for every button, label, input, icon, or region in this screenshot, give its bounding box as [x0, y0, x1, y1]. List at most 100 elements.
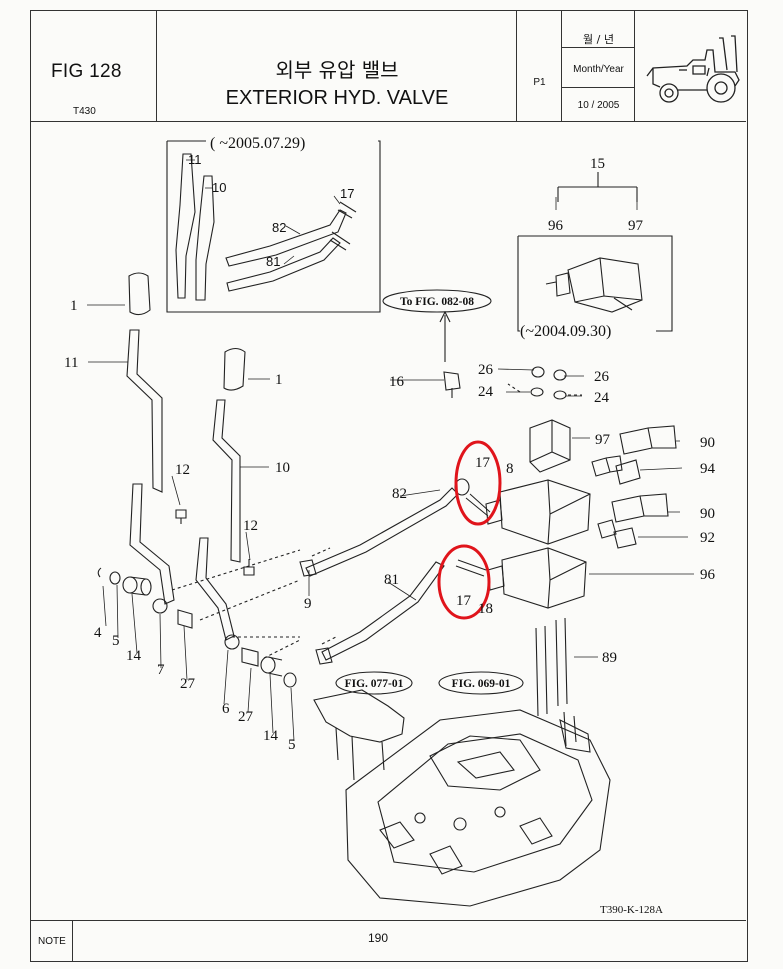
callout-inset-11: 11	[188, 152, 202, 167]
fitting-94-b	[615, 459, 641, 485]
callout-1-left: 1	[70, 298, 78, 314]
rod-81	[321, 561, 445, 661]
lever-10	[212, 399, 241, 563]
housing-cover	[429, 735, 541, 791]
elbow-16	[443, 371, 461, 398]
ref-fig06901: FIG. 069-01	[452, 678, 511, 690]
housing-bolt	[414, 812, 426, 824]
callout-12-lower: 12	[243, 518, 258, 534]
drawing-code: T390-K-128A	[600, 904, 663, 916]
callout-8: 8	[506, 461, 514, 477]
date-label-english: Month/Year	[573, 64, 624, 75]
washer-5-a	[109, 571, 121, 585]
inset-lever-11	[175, 153, 196, 299]
callout-16: 16	[389, 374, 405, 390]
fig-cell: FIG 128 T430	[30, 10, 157, 121]
callout-14-right: 14	[263, 728, 279, 744]
bolt-12-a	[175, 509, 187, 524]
bolt-17-lower	[455, 559, 487, 577]
inset-rod-81	[226, 237, 341, 292]
divider	[562, 87, 635, 88]
housing-cover-inner	[456, 751, 515, 779]
callout-7: 7	[157, 662, 165, 678]
callout-97: 97	[595, 432, 611, 448]
model-code: T430	[73, 106, 96, 117]
callout-inset-82: 82	[272, 220, 286, 235]
valve-96-upper-port	[485, 499, 503, 525]
ref-to-fig08208: To FIG. 082-08	[400, 296, 474, 308]
nut-26-b	[553, 369, 567, 381]
date-cell: 월 / 년 Month/Year 10 / 2005	[562, 10, 635, 121]
inset-valve-block	[567, 257, 643, 313]
ref-oval-fig06901	[438, 671, 524, 695]
fitting-94-a	[591, 455, 623, 477]
callout-26-left: 26	[478, 362, 494, 378]
callout-92: 92	[700, 530, 715, 546]
callout-5-left: 5	[112, 633, 120, 649]
pin-27-b	[241, 647, 259, 667]
callout-15: 15	[590, 156, 605, 172]
callout-27-left: 27	[180, 676, 196, 692]
fitting-92-a	[597, 519, 617, 539]
date-value: 10 / 2005	[577, 100, 620, 111]
valve-96-lower	[501, 547, 587, 609]
coupler-90-b	[611, 493, 669, 523]
arrow-up	[439, 310, 451, 362]
callout-24-right: 24	[594, 390, 610, 406]
bracket-15	[557, 172, 638, 202]
ref-oval-fig08208	[382, 289, 492, 313]
callout-24-left: 24	[478, 384, 494, 400]
callout-inset-10: 10	[212, 180, 226, 195]
page-frame	[30, 10, 748, 962]
callout-97-inset: 97	[628, 218, 644, 234]
collar-6	[224, 634, 240, 650]
page-code-cell: P1	[517, 10, 562, 121]
ref-oval-fig07701	[335, 671, 413, 695]
collar-7	[152, 598, 168, 614]
callout-96-inset: 96	[548, 218, 564, 234]
bolt-12-b	[243, 559, 255, 576]
inset-valve-port	[545, 272, 633, 311]
fig-number: FIG 128	[51, 61, 122, 82]
leader-lines-right	[308, 368, 694, 658]
callout-inset-81: 81	[266, 254, 280, 269]
bolt-17-upper	[465, 493, 491, 517]
callout-1-right: 1	[275, 372, 283, 388]
callout-14-left: 14	[126, 648, 142, 664]
leader-lines-15	[555, 197, 638, 210]
washer-24-a	[530, 387, 544, 397]
callout-11: 11	[64, 355, 78, 371]
knob-1-left	[128, 272, 151, 316]
housing-top-face	[377, 733, 593, 873]
callout-18: 18	[478, 601, 493, 617]
inset-frame-top	[166, 140, 381, 313]
callout-90-lower: 90	[700, 506, 715, 522]
inset-lever-10	[195, 175, 215, 301]
housing-studs	[563, 711, 577, 747]
inset-frame-right	[517, 235, 673, 332]
assembly-guides	[232, 547, 339, 659]
assembly-guides-2	[171, 549, 301, 621]
header-block: FIG 128 T430 외부 유압 밸브 EXTERIOR HYD. VALV…	[30, 10, 746, 122]
leader-dash	[507, 383, 582, 396]
title-cell: 외부 유압 밸브 EXTERIOR HYD. VALVE	[157, 10, 517, 121]
rod-81-joint	[315, 647, 333, 665]
callout-inset-17: 17	[340, 186, 354, 201]
washer-24-b	[553, 390, 567, 400]
note-cell: NOTE	[30, 921, 73, 961]
callout-9: 9	[304, 596, 312, 612]
housing-bolt	[453, 817, 467, 831]
bushing-14-a	[122, 576, 138, 594]
transmission-housing	[345, 709, 611, 907]
inset-fittings	[329, 201, 357, 251]
note-label: NOTE	[38, 936, 66, 947]
inset-rod-82	[225, 209, 347, 267]
mount-bracket	[313, 689, 405, 781]
page-code: P1	[533, 77, 546, 88]
date-label-korean: 월 / 년	[583, 33, 614, 46]
callout-89: 89	[602, 650, 617, 666]
leader-lines-left	[87, 304, 295, 742]
callout-96: 96	[700, 567, 716, 583]
washer-5-b	[283, 672, 297, 688]
housing-boss-right	[559, 718, 591, 753]
